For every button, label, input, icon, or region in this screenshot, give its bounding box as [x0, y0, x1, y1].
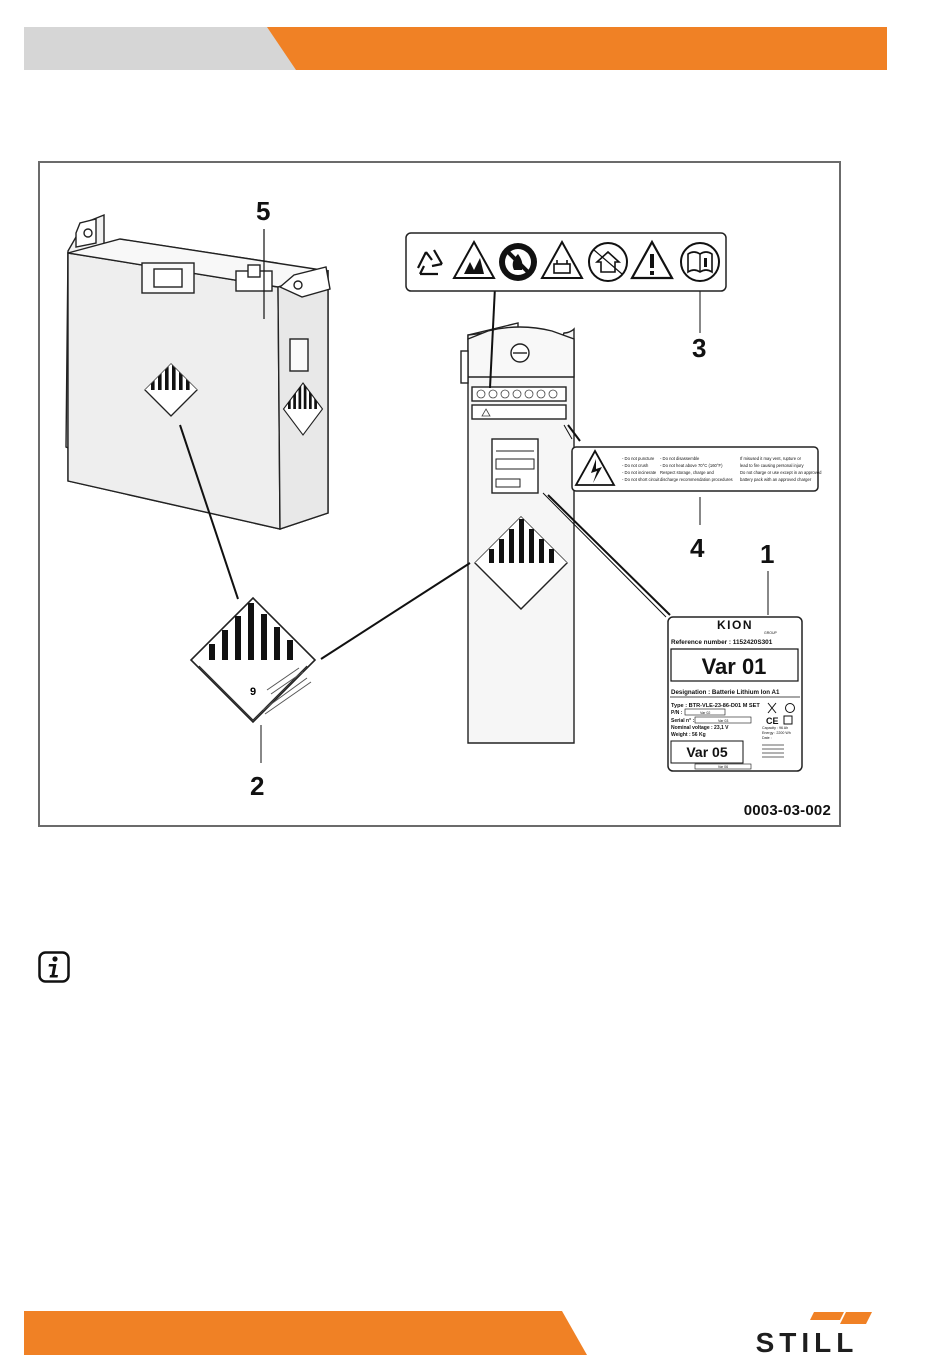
type-plate-marks: CE — [766, 702, 795, 726]
leader-lines — [179, 286, 671, 660]
warning-col1-line4: - Do not short circuit — [622, 477, 660, 482]
header-bar — [24, 27, 887, 70]
warning-icon — [630, 239, 674, 280]
figure-battery-labels: 9 — [38, 161, 841, 827]
type-plate-weight: Weight : 56 Kg — [671, 732, 706, 738]
warning-col3-line4: battery pack with an approved charger — [740, 477, 812, 482]
no-fire-icon — [499, 243, 537, 281]
type-plate-bottom-field: Var 06 — [718, 765, 728, 769]
warning-col1-line1: - Do not puncture — [622, 456, 655, 461]
warning-col3-line3: Do not charge or use except in an approv… — [740, 470, 822, 475]
hazard-label-class-9: 9 — [189, 596, 317, 724]
type-plate-brand-sub: GROUP — [764, 631, 778, 635]
warning-col1-line3: - Do not incinerate — [622, 470, 657, 475]
warning-text-label: - Do not puncture - Do not crush - Do no… — [571, 446, 822, 492]
svg-text:CE: CE — [766, 716, 779, 726]
type-plate-pn-value: Var 02 — [700, 711, 710, 715]
warning-col2-line4: discharge recommendation procedures — [660, 477, 733, 482]
type-plate-voltage: Nominal voltage : 23,1 V — [671, 725, 729, 731]
explosion-icon — [452, 239, 496, 279]
callout-5: 5 — [256, 196, 271, 226]
type-plate-capacity: Capacity : 96 Ah — [762, 726, 788, 730]
info-icon — [38, 951, 70, 983]
figure-drawing: 9 — [65, 213, 822, 772]
logo-accent-mark-2 — [840, 1312, 872, 1324]
type-plate: KION GROUP Reference number : 1152420S30… — [667, 616, 803, 772]
type-plate-serial-value: Var 03 — [718, 719, 728, 723]
warning-col2-line3: Respect storage, charge and — [660, 470, 714, 475]
logo-accent-mark — [810, 1312, 844, 1320]
type-plate-brand: KION — [717, 618, 753, 632]
type-plate-pn-label: P/N : — [671, 710, 683, 716]
hazard-diamond-center — [474, 516, 568, 610]
header-accent-band — [267, 27, 887, 70]
callout-4: 4 — [690, 533, 705, 563]
warning-col2-line2: - Do not heat above 70°C (160°F) — [660, 463, 723, 468]
battery-module — [65, 213, 331, 530]
type-plate-date-label: Date : — [762, 736, 772, 740]
battery-warning-icon — [540, 239, 584, 279]
callout-2: 2 — [250, 771, 265, 801]
type-plate-variant-1: Var 01 — [702, 654, 767, 679]
type-plate-variant-5: Var 05 — [686, 744, 727, 760]
warning-col2-line1: - Do not disassemble — [660, 456, 700, 461]
symbols-label — [405, 232, 727, 292]
type-plate-serial-label: Serial n° : — [671, 718, 694, 724]
type-plate-designation: Designation : Batterie Lithium Ion A1 — [671, 689, 780, 696]
callout-1: 1 — [760, 539, 775, 569]
footer-accent-band — [24, 1311, 587, 1355]
type-plate-reference: Reference number : 1152420S301 — [671, 639, 773, 646]
type-plate-energy: Energy : 2200 Wh — [762, 731, 791, 735]
warning-col1-line2: - Do not crush — [622, 463, 649, 468]
footer-bar — [24, 1311, 587, 1355]
recycle-icon — [417, 249, 443, 276]
warning-col3-line2: lead to fire causing personal injury — [740, 463, 804, 468]
warning-col3-line1: If misused it may vent, rupture or — [740, 456, 802, 461]
callout-3: 3 — [692, 333, 707, 363]
manual-icon — [680, 242, 720, 282]
hazard-class-number: 9 — [250, 686, 256, 698]
type-plate-type: Type : BTR-VLE-23-86-D01 M SET — [671, 703, 760, 709]
house-icon — [588, 242, 628, 282]
still-logo: STILL — [756, 1312, 872, 1356]
logo-text: STILL — [756, 1327, 859, 1356]
battery-symbol-strip — [476, 389, 558, 417]
figure-code: 0003-03-002 — [743, 802, 831, 819]
